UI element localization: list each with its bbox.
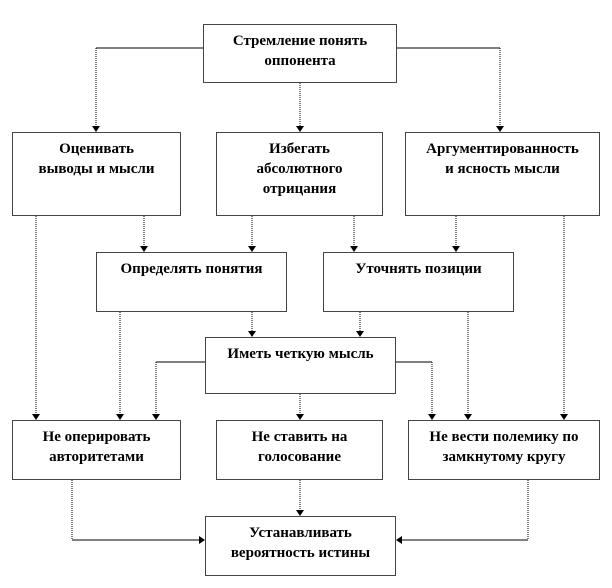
node-no-authority: Не оперировать авторитетами (12, 420, 181, 480)
node-evaluate: Оценивать выводы и мысли (12, 132, 181, 216)
node-truth: Устанавливать вероятность истины (205, 516, 396, 576)
node-argument: Аргументированность и ясность мысли (405, 132, 600, 216)
node-no-circle: Не вести полемику по замкнутому кругу (408, 420, 600, 480)
node-define: Определять понятия (96, 252, 287, 312)
node-clear-thought: Иметь четкую мысль (205, 337, 396, 394)
node-no-vote: Не ставить на голосование (216, 420, 383, 480)
node-clarify: Уточнять позиции (323, 252, 514, 312)
node-top: Стремление понять оппонента (203, 24, 397, 83)
node-avoid: Избегать абсолютного отрицания (216, 132, 383, 216)
